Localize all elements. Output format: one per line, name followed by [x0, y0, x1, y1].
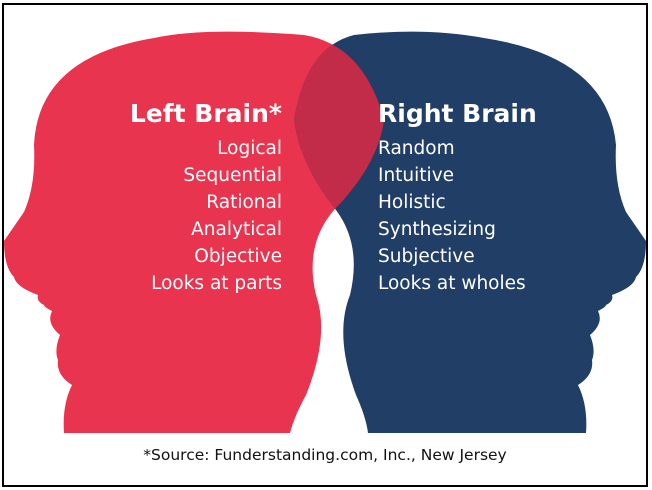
left-brain-item: Objective	[194, 246, 282, 267]
left-brain-item: Looks at parts	[151, 273, 282, 294]
right-brain-item: Intuitive	[378, 165, 455, 186]
right-brain-item: Looks at wholes	[378, 273, 526, 294]
right-brain-item: Subjective	[378, 246, 475, 267]
right-head-shape	[294, 31, 646, 433]
source-caption: *Source: Funderstanding.com, Inc., New J…	[143, 446, 507, 464]
right-brain-title: Right Brain	[378, 99, 537, 128]
left-brain-item: Analytical	[191, 219, 282, 240]
right-brain-item: Synthesizing	[378, 219, 496, 240]
right-brain-column: Right Brain Random Intuitive Holistic Sy…	[378, 97, 537, 297]
diagram-frame: Left Brain* Logical Sequential Rational …	[2, 3, 648, 487]
left-brain-title: Left Brain*	[129, 99, 282, 128]
heads-illustration	[4, 31, 646, 433]
left-head-shape	[4, 31, 384, 433]
right-brain-item: Random	[378, 138, 455, 159]
left-brain-item: Sequential	[183, 165, 282, 186]
right-brain-item: Holistic	[378, 192, 446, 213]
left-brain-item: Rational	[206, 192, 282, 213]
left-brain-column: Left Brain* Logical Sequential Rational …	[130, 97, 282, 297]
left-brain-item: Logical	[217, 138, 282, 159]
